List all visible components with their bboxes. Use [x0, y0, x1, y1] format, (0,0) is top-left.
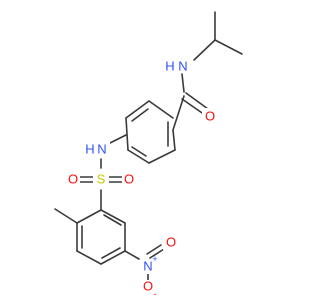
- bond-ring1-a: [172, 129, 176, 151]
- bond-ring2-inner-2: [101, 247, 121, 259]
- bond-ipr-ch3a: [214, 39, 243, 55]
- bond-ring1-b: [148, 149, 176, 164]
- nitro-o-charge: -: [154, 289, 157, 299]
- bond-ipr-n: [193, 39, 216, 61]
- sulfur-label: S: [97, 171, 106, 186]
- bond-co-double-2: [181, 98, 206, 116]
- sulfonyl-o-right-bg: [122, 172, 136, 188]
- sulfonamide-n-bg: [94, 141, 110, 155]
- bond-methyl: [54, 208, 78, 224]
- bond-ring1-c: [127, 149, 150, 164]
- bond-ring2-f: [76, 209, 102, 224]
- atom-labels: N H O N H S O O N + O O -: [66, 58, 218, 299]
- nitro-n-bg: [140, 260, 156, 274]
- bond-ring2-a: [100, 209, 126, 224]
- bond-ring1-d: [125, 117, 129, 151]
- amide-n-bg: [175, 58, 191, 72]
- amide-h-label: H: [165, 58, 174, 73]
- sulfonyl-o-left-label: O: [68, 171, 78, 186]
- nitro-n-label: N: [143, 258, 152, 273]
- sulfonyl-o-left-bg: [66, 172, 80, 188]
- molecule-canvas: N H O N H S O O N + O O -: [54, 11, 243, 299]
- nitro-o-top-label: O: [166, 234, 176, 249]
- bond-ring1-inner-3: [131, 108, 149, 122]
- sulfur-bg: [93, 172, 109, 188]
- amide-o-bg: [202, 108, 218, 122]
- bond-ring2-nitro: [124, 250, 140, 260]
- bond-ring2-d: [76, 250, 102, 265]
- molecule-structure: N H O N H S O O N + O O -: [54, 11, 243, 299]
- nitro-o-top-bg: [163, 236, 179, 250]
- bond-ring1-f: [148, 100, 174, 119]
- amide-o-label: O: [205, 108, 215, 123]
- nitro-n-charge: +: [152, 254, 157, 264]
- bond-ring2-inner-1: [103, 214, 122, 226]
- bond-ring1-inner-2: [131, 146, 147, 157]
- nitro-o-bottom-label: O: [143, 278, 153, 293]
- bond-ring2-c: [100, 250, 126, 265]
- bond-ring-nh: [109, 134, 127, 144]
- bond-co-double-1: [185, 92, 209, 110]
- sulfonyl-o-right-label: O: [124, 171, 134, 186]
- bond-nitro-o-top-1: [149, 248, 165, 259]
- bonds: [54, 11, 243, 281]
- nitro-o-bottom-bg: [140, 280, 156, 294]
- bond-n-carbonyl: [181, 73, 185, 93]
- sulfonamide-h-label: H: [85, 141, 94, 156]
- amide-n-label: N: [178, 58, 187, 73]
- bond-nitro-o-top-2: [146, 244, 162, 255]
- bond-carbonyl-ring: [172, 95, 185, 131]
- bond-ring1-e: [125, 100, 150, 119]
- sulfonamide-n-label: N: [97, 141, 106, 156]
